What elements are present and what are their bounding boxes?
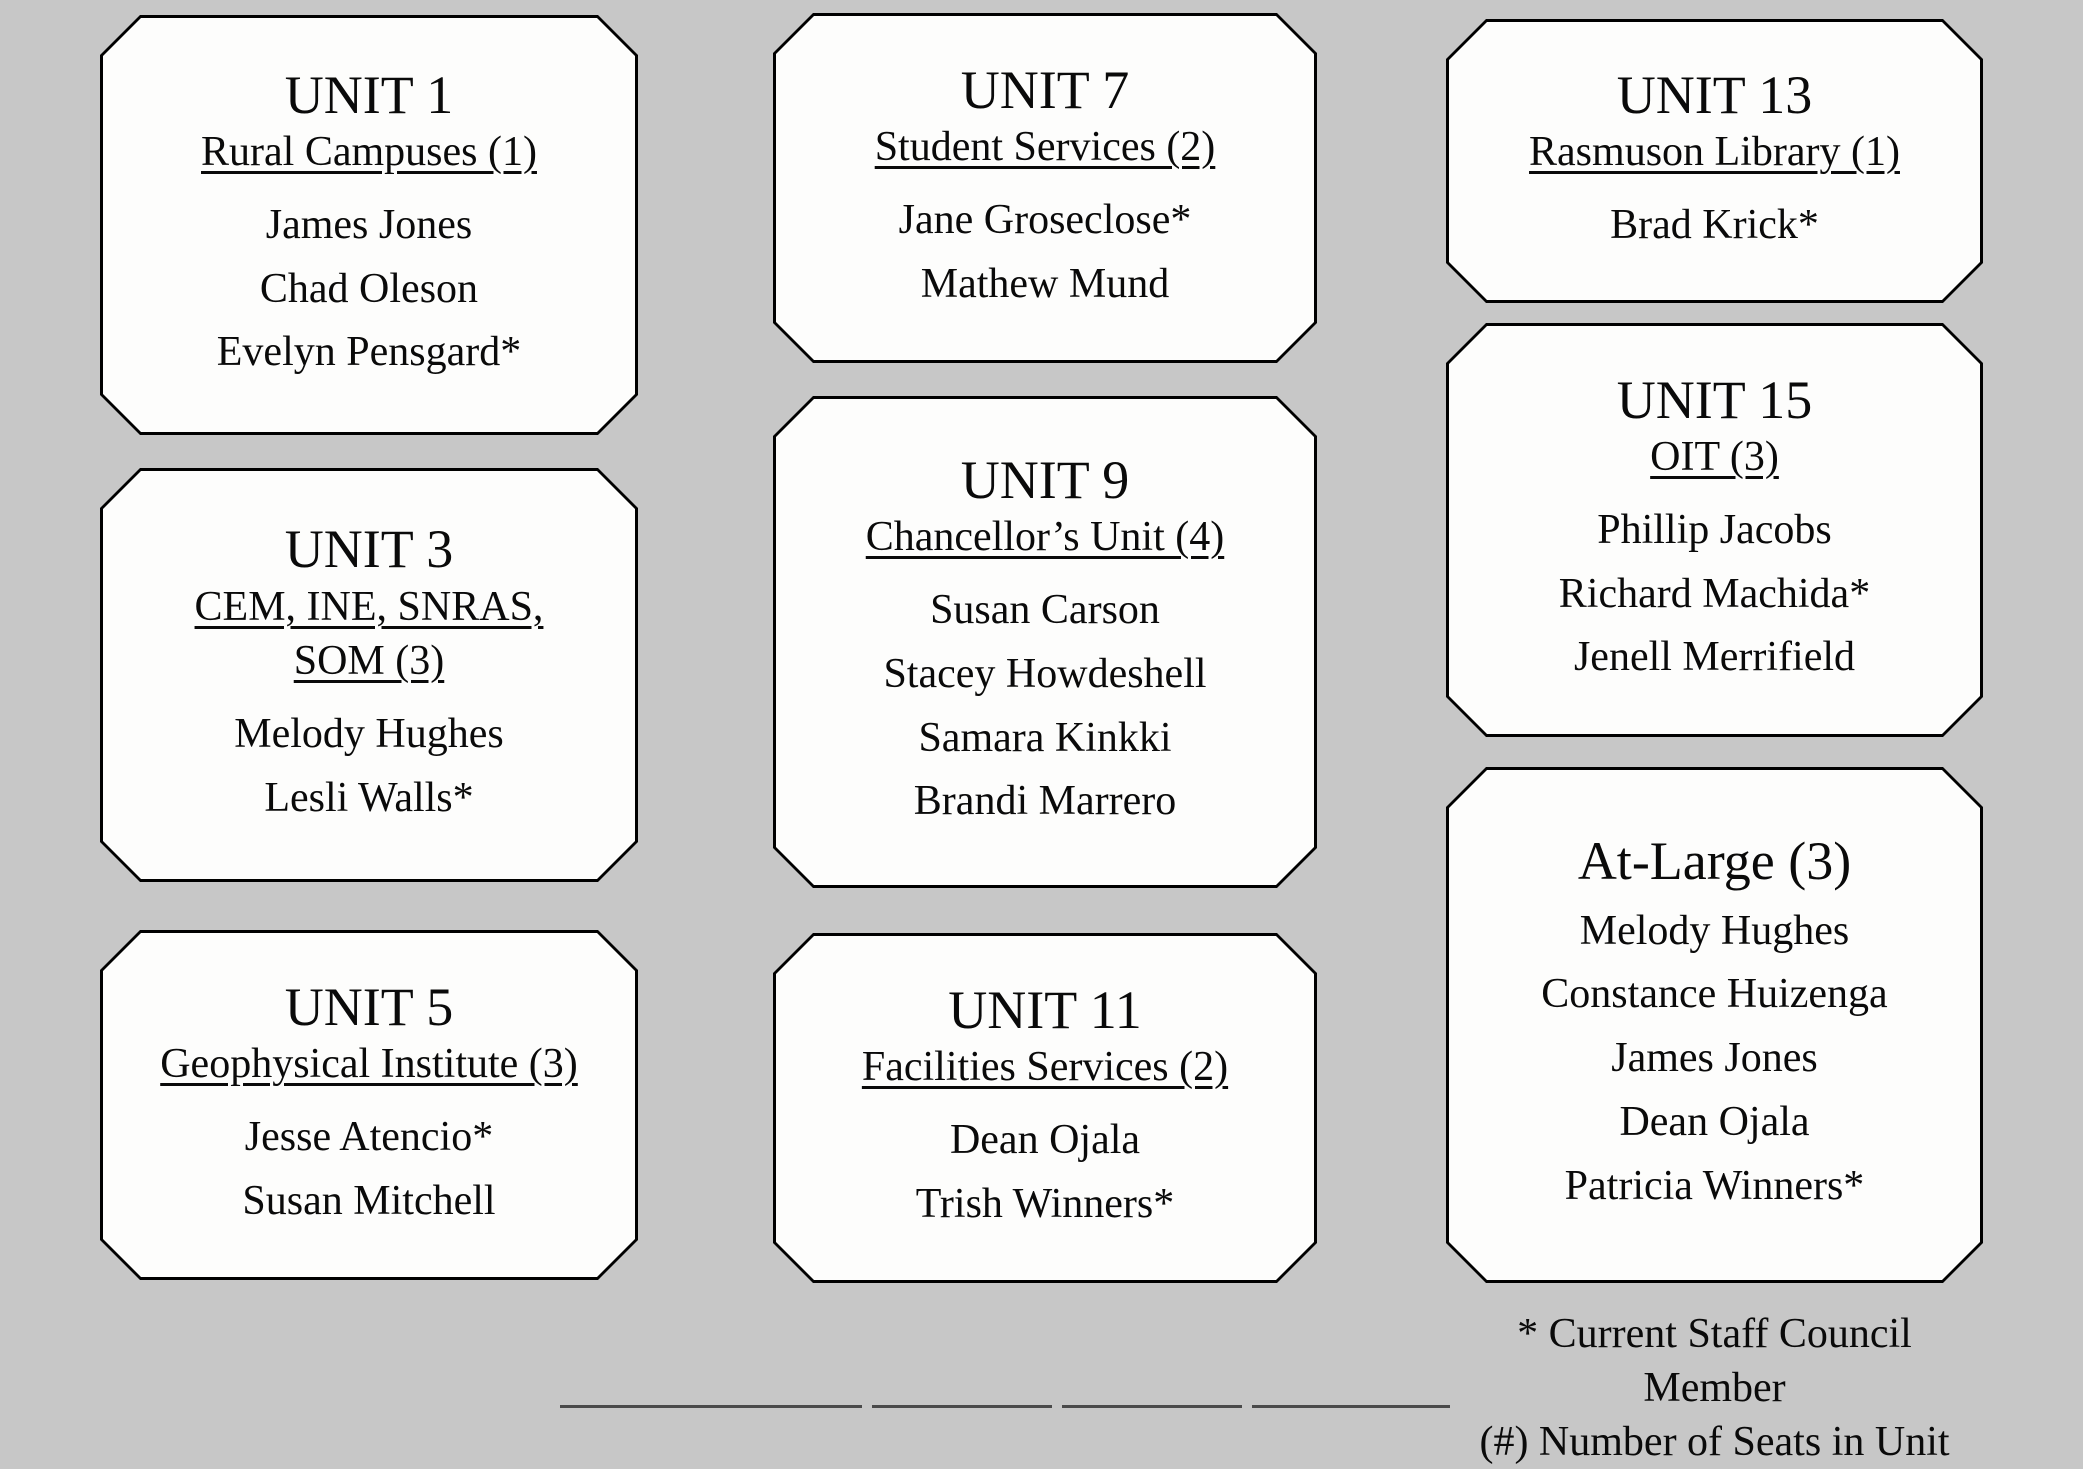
card-subtitle: CEM, INE, SNRAS, — [195, 580, 544, 635]
unit-card-11: UNIT 11 Facilities Services (2) Dean Oja… — [773, 933, 1317, 1283]
card-subtitle: Chancellor’s Unit (4) — [866, 510, 1224, 565]
card-title: UNIT 1 — [285, 65, 454, 125]
card-title: UNIT 3 — [285, 519, 454, 579]
member-name: Chad Oleson — [217, 258, 521, 322]
member-list: Brad Krick* — [1610, 194, 1819, 258]
member-name: James Jones — [217, 194, 521, 258]
member-name: Susan Carson — [883, 579, 1206, 643]
legend: * Current Staff Council Member (#) Numbe… — [1446, 1308, 1983, 1469]
member-name: James Jones — [1541, 1027, 1887, 1091]
at-large-card-body: At-Large (3) Melody Hughes Constance Hui… — [1449, 770, 1980, 1280]
card-title: UNIT 9 — [961, 450, 1130, 510]
member-list: Dean Ojala Trish Winners* — [916, 1109, 1175, 1237]
member-name: Stacey Howdeshell — [883, 643, 1206, 707]
member-name: Mathew Mund — [899, 253, 1192, 317]
unit-card-9: UNIT 9 Chancellor’s Unit (4) Susan Carso… — [773, 396, 1317, 888]
legend-seats-note: (#) Number of Seats in Unit — [1446, 1416, 1983, 1469]
card-subtitle-line2: SOM (3) — [294, 634, 445, 689]
member-name: Lesli Walls* — [234, 767, 503, 831]
card-title: UNIT 5 — [285, 977, 454, 1037]
units-diagram: { "palette": { "background": "#c7c7c7", … — [0, 0, 2083, 1408]
unit-card-5-body: UNIT 5 Geophysical Institute (3) Jesse A… — [103, 933, 635, 1277]
unit-card-1-body: UNIT 1 Rural Campuses (1) James Jones Ch… — [103, 18, 635, 432]
unit-card-9-body: UNIT 9 Chancellor’s Unit (4) Susan Carso… — [776, 399, 1314, 885]
member-name: Melody Hughes — [1541, 900, 1887, 964]
member-name: Phillip Jacobs — [1559, 499, 1870, 563]
card-subtitle: Rasmuson Library (1) — [1529, 125, 1900, 180]
card-subtitle: OIT (3) — [1650, 430, 1779, 485]
member-list: Melody Hughes Lesli Walls* — [234, 703, 503, 831]
member-name: Melody Hughes — [234, 703, 503, 767]
legend-asterisk-note: * Current Staff Council Member — [1446, 1308, 1983, 1416]
member-name: Jesse Atencio* — [242, 1106, 495, 1170]
member-list: James Jones Chad Oleson Evelyn Pensgard* — [217, 194, 521, 385]
unit-card-7-body: UNIT 7 Student Services (2) Jane Grosecl… — [776, 16, 1314, 360]
card-subtitle: Student Services (2) — [875, 120, 1216, 175]
member-name: Jenell Merrifield — [1559, 626, 1870, 690]
card-subtitle: Rural Campuses (1) — [201, 125, 537, 180]
card-subtitle: Facilities Services (2) — [862, 1040, 1228, 1095]
unit-card-15: UNIT 15 OIT (3) Phillip Jacobs Richard M… — [1446, 323, 1983, 737]
card-title: UNIT 11 — [948, 980, 1141, 1040]
unit-card-13: UNIT 13 Rasmuson Library (1) Brad Krick* — [1446, 19, 1983, 303]
card-title: UNIT 15 — [1617, 370, 1813, 430]
unit-card-3: UNIT 3 CEM, INE, SNRAS, SOM (3) Melody H… — [100, 468, 638, 882]
unit-card-13-body: UNIT 13 Rasmuson Library (1) Brad Krick* — [1449, 22, 1980, 300]
member-name: Constance Huizenga — [1541, 963, 1887, 1027]
member-name: Dean Ojala — [1541, 1091, 1887, 1155]
member-name: Trish Winners* — [916, 1173, 1175, 1237]
member-name: Evelyn Pensgard* — [217, 321, 521, 385]
member-name: Susan Mitchell — [242, 1170, 495, 1234]
card-title: UNIT 13 — [1617, 65, 1813, 125]
member-name: Samara Kinkki — [883, 707, 1206, 771]
member-list: Jane Groseclose* Mathew Mund — [899, 189, 1192, 317]
member-name: Brandi Marrero — [883, 770, 1206, 834]
card-subtitle: Geophysical Institute (3) — [160, 1037, 578, 1092]
card-title: UNIT 7 — [961, 60, 1130, 120]
member-list: Phillip Jacobs Richard Machida* Jenell M… — [1559, 499, 1870, 690]
member-name: Patricia Winners* — [1541, 1155, 1887, 1219]
member-name: Dean Ojala — [916, 1109, 1175, 1173]
member-name: Jane Groseclose* — [899, 189, 1192, 253]
unit-card-7: UNIT 7 Student Services (2) Jane Grosecl… — [773, 13, 1317, 363]
unit-card-3-body: UNIT 3 CEM, INE, SNRAS, SOM (3) Melody H… — [103, 471, 635, 879]
card-title: At-Large (3) — [1578, 831, 1851, 891]
member-list: Jesse Atencio* Susan Mitchell — [242, 1106, 495, 1234]
unit-card-1: UNIT 1 Rural Campuses (1) James Jones Ch… — [100, 15, 638, 435]
unit-card-5: UNIT 5 Geophysical Institute (3) Jesse A… — [100, 930, 638, 1280]
member-name: Richard Machida* — [1559, 563, 1870, 627]
member-list: Melody Hughes Constance Huizenga James J… — [1541, 900, 1887, 1219]
unit-card-15-body: UNIT 15 OIT (3) Phillip Jacobs Richard M… — [1449, 326, 1980, 734]
member-list: Susan Carson Stacey Howdeshell Samara Ki… — [883, 579, 1206, 834]
at-large-card: At-Large (3) Melody Hughes Constance Hui… — [1446, 767, 1983, 1283]
unit-card-11-body: UNIT 11 Facilities Services (2) Dean Oja… — [776, 936, 1314, 1280]
member-name: Brad Krick* — [1610, 194, 1819, 258]
